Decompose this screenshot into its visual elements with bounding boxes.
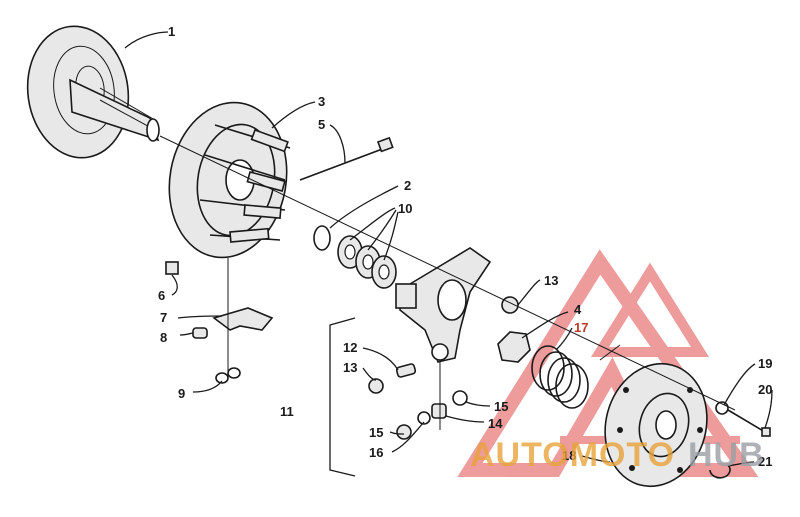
label-18: 18	[562, 448, 576, 463]
part-10-washers	[337, 235, 397, 289]
part-labels: 1 2 3 4 5 6 7 8 9 10 11 12 13 13 14 15 1…	[158, 24, 772, 469]
part-18-hub	[604, 362, 708, 488]
label-8: 8	[160, 330, 167, 345]
label-21: 21	[758, 454, 772, 469]
label-10: 10	[398, 201, 412, 216]
label-5: 5	[318, 117, 325, 132]
part-21-ring	[709, 464, 731, 479]
part-8-pin	[192, 327, 208, 339]
group-11-bracket	[329, 317, 356, 477]
part-7-arm	[212, 307, 274, 331]
parts-14-15-16	[396, 390, 468, 440]
label-14: 14	[488, 416, 503, 431]
rocker-bracket	[395, 247, 492, 363]
leader-lines	[124, 31, 773, 467]
part-3-housing	[168, 101, 291, 259]
watermark-text-part2: HUB	[688, 436, 765, 474]
assembly-axes	[159, 135, 736, 430]
part-9-washers	[215, 367, 241, 384]
part-19-20-bolt	[715, 401, 771, 437]
part-6-nut	[165, 261, 179, 275]
label-13-top: 13	[544, 273, 558, 288]
label-15-left: 15	[369, 425, 383, 440]
part-5-bolt	[299, 136, 394, 181]
watermark-text-part1: AUTOMOTO	[470, 436, 675, 474]
label-3: 3	[318, 94, 325, 109]
label-1: 1	[168, 24, 175, 39]
part-13-lower-bushing	[368, 378, 384, 394]
label-13-lower: 13	[343, 360, 357, 375]
label-7: 7	[160, 310, 167, 325]
part-1-sheave	[26, 25, 160, 159]
label-11: 11	[280, 404, 294, 419]
watermark-text: AUTOMOTO HUB	[470, 436, 765, 474]
part-2-ring	[313, 225, 331, 251]
label-16: 16	[369, 445, 383, 460]
label-4: 4	[574, 302, 582, 317]
label-6: 6	[158, 288, 165, 303]
label-15-right: 15	[494, 399, 508, 414]
label-20: 20	[758, 382, 772, 397]
part-17-spring	[531, 345, 589, 409]
part-12-pin	[395, 363, 417, 378]
label-2: 2	[404, 178, 411, 193]
part-4-nut	[497, 331, 531, 363]
label-12: 12	[343, 340, 357, 355]
label-19: 19	[758, 356, 772, 371]
label-9: 9	[178, 386, 185, 401]
label-17: 17	[574, 320, 588, 335]
